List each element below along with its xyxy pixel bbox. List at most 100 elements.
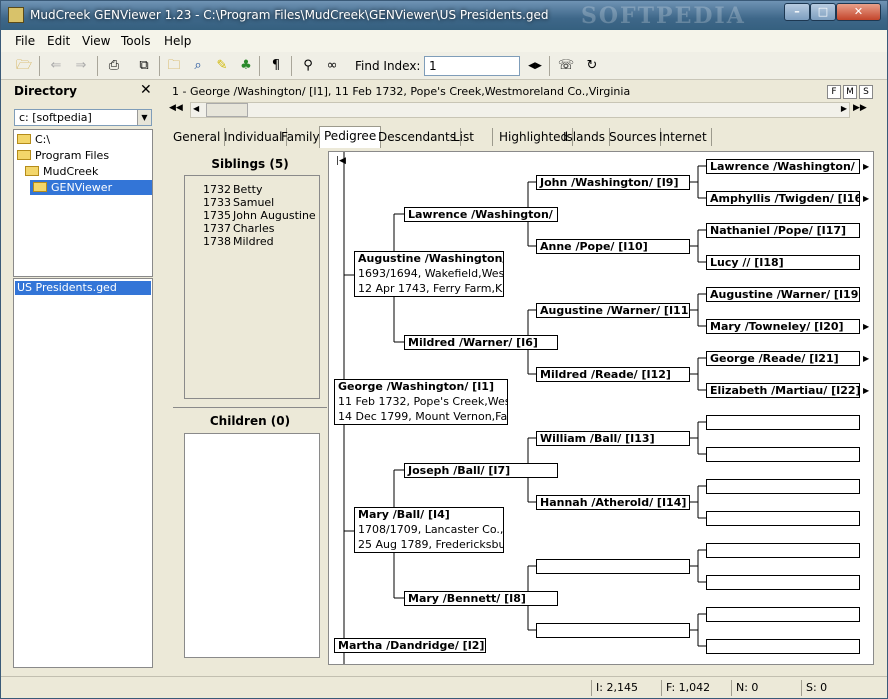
person-box-gen5[interactable] xyxy=(706,447,860,462)
tab-internet[interactable]: Internet xyxy=(655,128,712,146)
person-box-gen5[interactable]: Elizabeth /Martiau/ [I22] xyxy=(706,383,860,398)
open-file-icon[interactable]: 🗀 xyxy=(167,58,181,73)
scroll-right-icon[interactable]: ▶ xyxy=(840,104,847,113)
highlight-icon[interactable]: ✎ xyxy=(216,58,228,73)
tab-sources[interactable]: Sources xyxy=(605,128,662,146)
scroll-left-icon[interactable]: ◀ xyxy=(193,104,200,113)
person-box-spouse[interactable]: Martha /Dandridge/ [I2] xyxy=(334,638,486,653)
dir-node-mudcreek[interactable]: MudCreek xyxy=(25,164,98,179)
close-icon[interactable]: ✕ xyxy=(140,82,152,98)
person-box-gen5[interactable]: Amphyllis /Twigden/ [I16] xyxy=(706,191,860,206)
tab-highlighted[interactable]: Highlighted xyxy=(495,128,574,146)
person-box-gen3[interactable]: Mary /Bennett/ [I8] xyxy=(404,591,558,606)
paragraph-icon[interactable]: ¶ xyxy=(271,58,281,73)
menu-view[interactable]: View xyxy=(82,34,111,48)
menu-tools[interactable]: Tools xyxy=(121,34,151,48)
tab-pedigree[interactable]: Pedigree xyxy=(319,126,382,148)
print-icon[interactable]: ⎙ xyxy=(108,58,120,73)
person-box-gen5[interactable]: George /Reade/ [I21] xyxy=(706,351,860,366)
expand-arrow-icon[interactable]: ▶ xyxy=(863,354,870,363)
back-arrow-icon[interactable]: ⇐ xyxy=(50,58,62,73)
first-generation-icon[interactable]: |◀ xyxy=(336,156,346,166)
tab-list[interactable]: List xyxy=(449,128,493,146)
maximize-button[interactable]: □ xyxy=(810,3,836,21)
father-view-button[interactable]: F xyxy=(827,85,841,99)
last-record-icon[interactable]: ▶▶ xyxy=(853,103,867,113)
person-box-gen5[interactable] xyxy=(706,607,860,622)
person-box-gen3[interactable]: Joseph /Ball/ [I7] xyxy=(404,463,558,478)
dir-node-program-files[interactable]: Program Files xyxy=(17,148,109,163)
person-box-gen4[interactable]: Augustine /Warner/ [I11] xyxy=(536,303,690,318)
tab-family[interactable]: Family xyxy=(277,128,325,146)
close-button[interactable]: ✕ xyxy=(836,3,881,21)
person-box-gen5[interactable] xyxy=(706,415,860,430)
person-box-root[interactable]: George /Washington/ [I1]11 Feb 1732, Pop… xyxy=(334,379,508,425)
person-box-gen5[interactable] xyxy=(706,575,860,590)
drive-select[interactable]: c: [softpedia] ▼ xyxy=(14,109,152,126)
open-folder-icon[interactable]: 🗁 xyxy=(15,58,33,73)
person-box-gen4[interactable] xyxy=(536,559,690,574)
person-box-gen5[interactable] xyxy=(706,479,860,494)
menu-bar: File Edit View Tools Help xyxy=(1,30,887,52)
person-box-gen4[interactable]: William /Ball/ [I13] xyxy=(536,431,690,446)
menu-help[interactable]: Help xyxy=(164,34,192,48)
person-box-gen5[interactable] xyxy=(706,543,860,558)
tab-individual[interactable]: Individual xyxy=(220,128,288,146)
person-name: Mary /Ball/ [I4] xyxy=(358,508,450,521)
find-index-input[interactable] xyxy=(424,56,520,76)
person-box-gen5[interactable] xyxy=(706,639,860,654)
person-box-gen3[interactable]: Mildred /Warner/ [I6] xyxy=(404,335,558,350)
expand-arrow-icon[interactable]: ▶ xyxy=(863,162,870,171)
folder-icon xyxy=(17,150,31,160)
find-person-icon[interactable]: ⚲ xyxy=(303,58,313,73)
person-box-mother[interactable]: Mary /Ball/ [I4]1708/1709, Lancaster Co.… xyxy=(354,507,504,553)
person-box-gen5[interactable]: Lawrence /Washington/ [I15 xyxy=(706,159,860,174)
prev-next-icon[interactable]: ◀▶ xyxy=(528,61,542,71)
tab-islands[interactable]: Islands xyxy=(559,128,610,146)
refresh-icon[interactable]: ↻ xyxy=(586,58,598,73)
death-info: 12 Apr 1743, Ferry Farm,King xyxy=(358,282,504,295)
file-list: US Presidents.ged xyxy=(13,278,153,668)
first-record-icon[interactable]: ◀◀ xyxy=(169,103,183,113)
tree-icon[interactable]: ♣ xyxy=(240,58,252,73)
forward-arrow-icon[interactable]: ⇒ xyxy=(75,58,87,73)
tab-general[interactable]: General xyxy=(169,128,226,146)
mother-view-button[interactable]: M xyxy=(843,85,857,99)
person-box-gen4[interactable]: Hannah /Atherold/ [I14] xyxy=(536,495,690,510)
menu-file[interactable]: File xyxy=(15,34,36,48)
menu-edit[interactable]: Edit xyxy=(47,34,71,48)
person-box-gen4[interactable]: Mildred /Reade/ [I12] xyxy=(536,367,690,382)
person-box-gen5[interactable]: Mary /Towneley/ [I20] xyxy=(706,319,860,334)
chevron-down-icon[interactable]: ▼ xyxy=(137,110,151,125)
person-name: Hannah /Atherold/ [I14] xyxy=(540,496,687,509)
person-box-gen5[interactable]: Nathaniel /Pope/ [I17] xyxy=(706,223,860,238)
tab-descendants[interactable]: Descendants xyxy=(374,128,461,146)
person-box-gen3[interactable]: Lawrence /Washington/ [I5 xyxy=(404,207,558,222)
spouse-view-button[interactable]: S xyxy=(859,85,873,99)
file-item-us-presidents[interactable]: US Presidents.ged xyxy=(15,281,151,295)
expand-arrow-icon[interactable]: ▶ xyxy=(863,322,870,331)
speaker-icon[interactable]: ☏ xyxy=(557,58,575,73)
person-box-gen4[interactable]: John /Washington/ [I9] xyxy=(536,175,690,190)
minimize-button[interactable]: – xyxy=(784,3,810,21)
person-box-gen4[interactable]: Anne /Pope/ [I10] xyxy=(536,239,690,254)
binoculars-icon[interactable]: ∞ xyxy=(326,58,338,73)
copy-icon[interactable]: ⧉ xyxy=(139,58,149,73)
person-box-gen4[interactable] xyxy=(536,623,690,638)
person-box-gen5[interactable]: Augustine /Warner/ [I19] xyxy=(706,287,860,302)
scroll-thumb[interactable] xyxy=(206,103,248,117)
expand-arrow-icon[interactable]: ▶ xyxy=(863,386,870,395)
dir-node-genviewer[interactable]: GENViewer xyxy=(30,180,152,195)
expand-arrow-icon[interactable]: ▶ xyxy=(863,194,870,203)
person-box-gen5[interactable] xyxy=(706,511,860,526)
dir-node-c[interactable]: C:\ xyxy=(17,132,50,147)
magnifier-icon[interactable]: ⌕ xyxy=(194,58,202,73)
person-box-gen5[interactable]: Lucy // [I18] xyxy=(706,255,860,270)
person-box-father[interactable]: Augustine /Washington/ [I31693/1694, Wak… xyxy=(354,251,504,297)
horizontal-scrollbar[interactable]: ◀ ▶ xyxy=(190,102,850,118)
